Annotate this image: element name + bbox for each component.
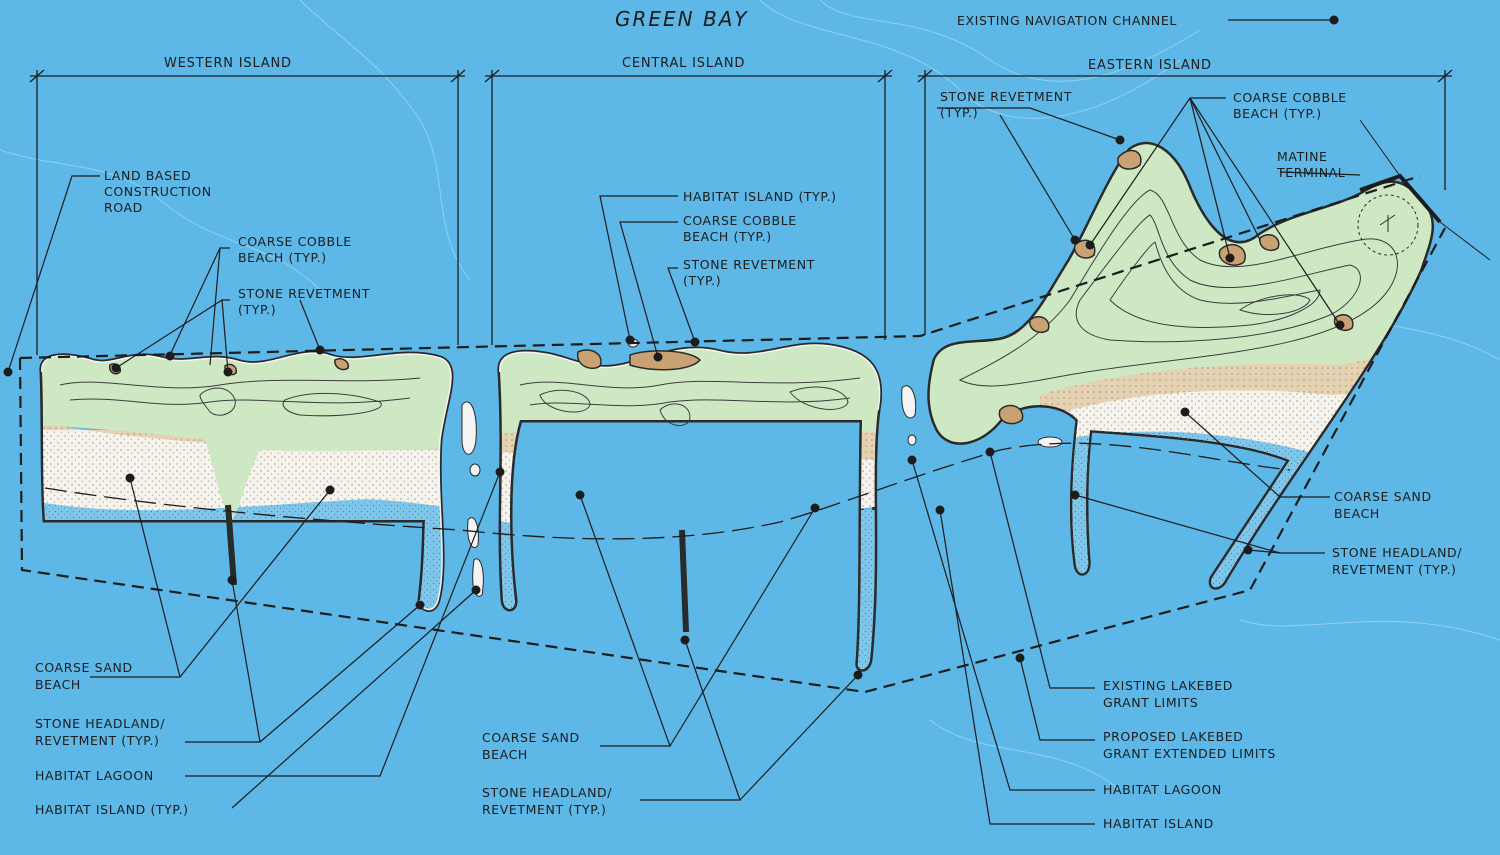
label-west-habitat-lagoon: HABITAT LAGOON [35, 768, 154, 783]
eastern-island-header: EASTERN ISLAND [1088, 58, 1212, 73]
label-central-stone-revetment: STONE REVETMENT(TYP.) [683, 257, 815, 288]
section-western [29, 69, 466, 355]
habitat-islets [461, 385, 1063, 597]
label-east-habitat-lagoon: HABITAT LAGOON [1103, 782, 1222, 797]
label-central-stone-headland: STONE HEADLAND/REVETMENT (TYP.) [482, 785, 612, 817]
label-east-habitat-island: HABITAT ISLAND [1103, 816, 1214, 831]
proposed-lakebed-grant-limits [18, 174, 1446, 694]
central-island-header: CENTRAL ISLAND [622, 56, 745, 71]
label-central-habitat-island: HABITAT ISLAND (TYP.) [683, 189, 837, 204]
central-island [497, 338, 883, 672]
drawing-title: GREEN BAY [615, 7, 749, 31]
central-habitat-island [499, 344, 880, 535]
label-east-stone-headland: STONE HEADLAND/REVETMENT (TYP.) [1332, 545, 1462, 577]
section-central [484, 69, 893, 345]
existing-lakebed-grant-limits [44, 442, 1291, 540]
western-island-header: WESTERN ISLAND [164, 56, 292, 71]
background-contours [0, 0, 1500, 791]
label-west-stone-headland: STONE HEADLAND/REVETMENT (TYP.) [35, 716, 165, 748]
legend-nav-channel-label: EXISTING NAVIGATION CHANNEL [957, 13, 1177, 28]
leader-dots [3, 135, 1345, 680]
label-west-habitat-island: HABITAT ISLAND (TYP.) [35, 802, 189, 817]
western-island [39, 350, 454, 612]
legend-navigation-channel: EXISTING NAVIGATION CHANNEL [957, 13, 1339, 28]
leader-lines [7, 97, 1361, 825]
label-east-stone-revetment: STONE REVETMENT(TYP.) [940, 89, 1072, 120]
section-eastern [917, 69, 1453, 335]
label-west-stone-revetment: STONE REVETMENT(TYP.) [238, 286, 370, 317]
